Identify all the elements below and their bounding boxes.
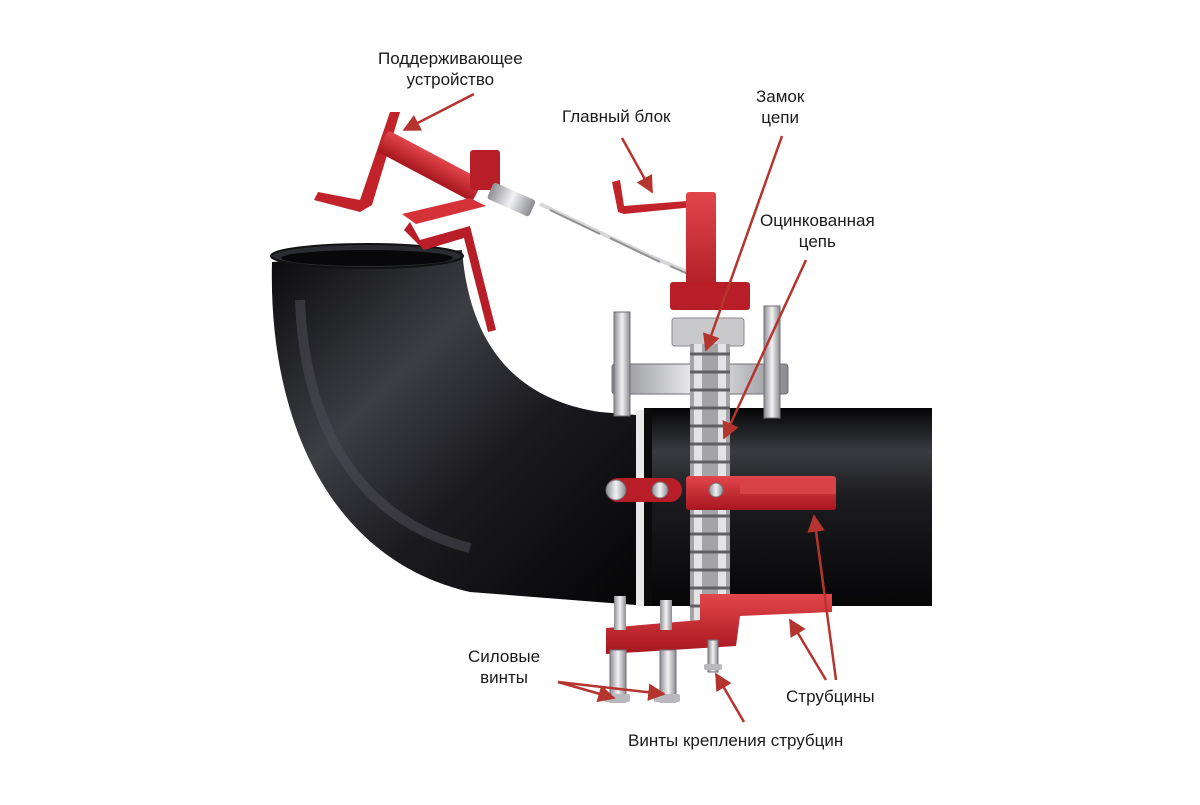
arrow-galvanized-chain (722, 259, 808, 440)
label-chain-lock-line2: цепи (761, 108, 799, 127)
label-support-device: Поддерживающее устройство (378, 48, 523, 90)
power-screws (604, 649, 680, 703)
label-main-block-text: Главный блок (562, 107, 671, 126)
arrow-power-screw-1 (557, 680, 616, 703)
label-power-screws-line2: винты (480, 668, 528, 687)
elbow-pipe (270, 243, 636, 605)
arrow-main-block (620, 137, 654, 194)
arrow-clamp-screws (714, 672, 746, 723)
label-clamp-screws-text: Винты крепления струбцин (628, 731, 844, 750)
label-chain-lock: Замок цепи (756, 86, 804, 128)
arrow-clamp-upper (807, 514, 838, 681)
pipe-joint-gap (636, 410, 644, 606)
middle-clamp (605, 476, 836, 510)
label-clamps: Струбцины (786, 686, 875, 707)
label-clamp-screws: Винты крепления струбцин (628, 730, 843, 751)
callout-arrows (402, 92, 838, 723)
main-block (612, 180, 750, 347)
arrow-clamp-lower (788, 618, 828, 681)
arrow-support-device (402, 92, 475, 132)
label-galvanized-chain-line1: Оцинкованная (760, 211, 875, 230)
clamp-screw (704, 639, 722, 673)
support-device (314, 112, 536, 332)
label-power-screws-line1: Силовые (468, 647, 541, 666)
label-support-device-line2: устройство (406, 70, 495, 89)
label-galvanized-chain-line2: цепь (798, 232, 836, 251)
label-main-block: Главный блок (562, 106, 670, 127)
arrow-chain-lock (703, 135, 784, 352)
label-support-device-line1: Поддерживающее (378, 49, 523, 68)
label-power-screws: Силовые винты (468, 646, 540, 688)
label-galvanized-chain: Оцинкованная цепь (760, 210, 875, 252)
label-clamps-text: Струбцины (786, 687, 875, 706)
label-chain-lock-line1: Замок (756, 87, 805, 106)
lower-clamp (606, 594, 832, 654)
arrow-power-screw-2 (557, 680, 666, 701)
